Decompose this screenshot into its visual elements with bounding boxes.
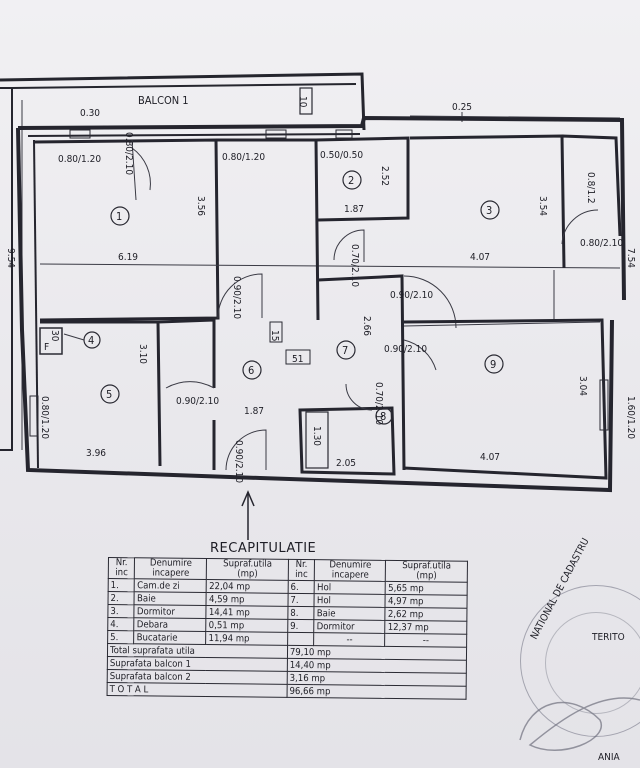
room-4-walls [39, 327, 63, 355]
hallway-7-height: 2.66 [361, 316, 372, 336]
door-label-4: 0.50/0.50 [320, 150, 363, 161]
room-2-walls [315, 136, 410, 222]
right-outer-dim: 7.54 [625, 248, 636, 268]
room-9-height: 3.04 [577, 376, 588, 396]
door-label-10: 0.90/2.10 [231, 276, 242, 319]
cadastre-stamp-inner [545, 612, 640, 714]
room-3-width: 4.07 [470, 252, 490, 263]
door-label-1: 0.80/1.20 [58, 154, 101, 165]
room-1-number: 1 [116, 210, 122, 223]
room-5-number: 5 [106, 388, 112, 401]
room-3-walls [409, 134, 622, 269]
room-8-width: 2.05 [336, 458, 356, 469]
door-label-15: 0.90/2.10 [233, 440, 244, 483]
room-2-height: 2.52 [379, 166, 390, 186]
room-6-number: 6 [248, 364, 254, 377]
room-8-number: 8 [380, 410, 386, 423]
dim-025: 0.25 [452, 102, 472, 113]
room-1-height: 3.56 [195, 196, 206, 216]
room-1-width: 6.19 [118, 252, 138, 263]
room-5-width: 3.96 [86, 448, 106, 459]
hall-6-width: 1.87 [244, 406, 264, 417]
small-dim-51: 51 [292, 354, 303, 365]
small-dim-30: 30 [49, 330, 60, 342]
top-exterior-wall [17, 115, 626, 301]
room-3-height: 3.54 [537, 196, 548, 216]
door-label-5: 0.8/1.2 [585, 172, 596, 204]
balcony-inner [11, 83, 357, 89]
col-supraf-2: Supraf.utila(mp) [385, 560, 468, 583]
small-dim-f: F [44, 342, 49, 353]
recap-title: RECAPITULATIE [210, 541, 316, 556]
room-1-walls [33, 138, 220, 322]
room-5-walls [40, 318, 216, 470]
room-5-height: 3.10 [137, 344, 148, 364]
col-supraf: Supraf.utila(mp) [206, 558, 289, 581]
room-8-walls [298, 406, 396, 476]
balcony-outline [0, 72, 366, 131]
door-label-8: 0.90/2.10 [384, 344, 427, 355]
col-nr-2: Nr.inc [288, 559, 315, 581]
door-label-9: 0.70/2.10 [349, 244, 360, 287]
room-3-number: 3 [486, 204, 492, 217]
left-outer-dim: 9.54 [5, 248, 16, 268]
room-7-number: 7 [342, 344, 348, 357]
small-dim-15: 15 [269, 330, 280, 341]
door-label-7: 0.90/2.10 [390, 290, 433, 301]
room-9-walls [403, 318, 608, 480]
hallway-7-walls [317, 274, 406, 471]
door-label-14: 1.60/1.20 [625, 396, 636, 439]
door-label-11: 0.90/2.10 [176, 396, 219, 407]
small-dim-130: 1.30 [311, 426, 322, 446]
room-9-width: 4.07 [480, 452, 500, 463]
room-9-number: 9 [490, 358, 496, 371]
room-4-number: 4 [88, 334, 94, 347]
col-nr: Nr.inc [108, 557, 135, 579]
dim-10: 10 [297, 96, 308, 108]
door-label-13: 0.80/1.20 [39, 396, 50, 439]
dim-030: 0.30 [80, 108, 100, 119]
door-label-3: 0.80/1.20 [222, 152, 265, 163]
door-label-12: 0.70/2.10 [373, 382, 384, 425]
door-label-2: 0.80/2.10 [123, 132, 134, 175]
room-2-number: 2 [348, 174, 354, 187]
left-neighbor-wall [0, 87, 13, 451]
balcony-label: BALCON 1 [138, 94, 189, 107]
room-2-width: 1.87 [344, 204, 364, 215]
door-label-6: 0.80/2.10 [580, 238, 623, 249]
exterior-outline [16, 127, 614, 493]
